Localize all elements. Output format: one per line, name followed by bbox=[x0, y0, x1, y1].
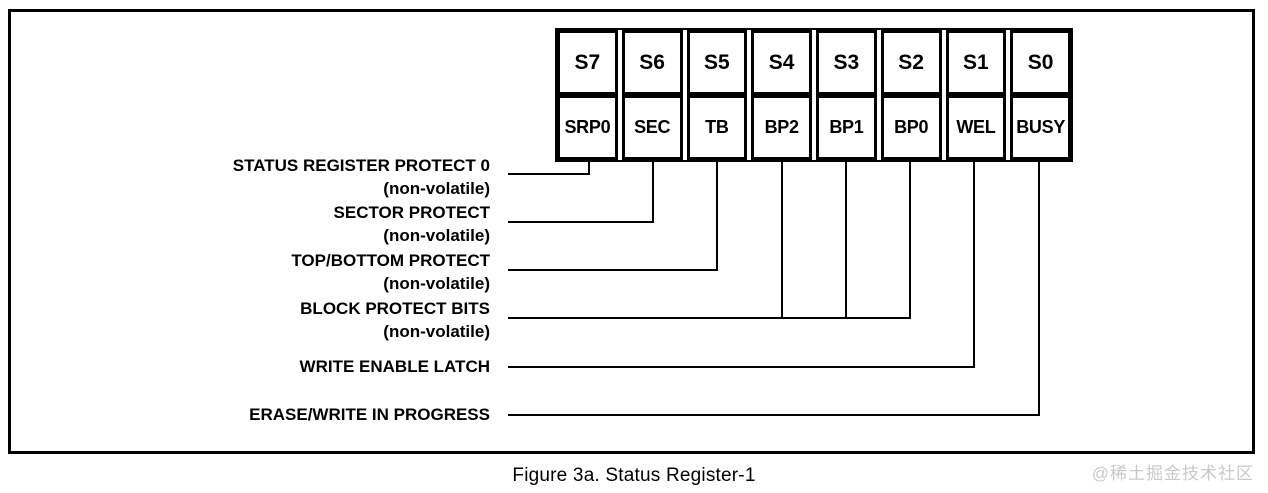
field-label-srp0: STATUS REGISTER PROTECT 0 (non-volatile) bbox=[0, 154, 490, 200]
connector-busy bbox=[508, 160, 1040, 416]
field-label-text: SECTOR PROTECT bbox=[333, 203, 490, 222]
watermark: @稀土掘金技术社区 bbox=[1091, 464, 1254, 483]
field-label-busy: ERASE/WRITE IN PROGRESS bbox=[0, 403, 490, 426]
field-label-bp: BLOCK PROTECT BITS (non-volatile) bbox=[0, 297, 490, 343]
bit-position-cell: S2 bbox=[880, 30, 942, 95]
bit-position-cell: S4 bbox=[751, 30, 812, 95]
bit-name-cell: BP0 bbox=[880, 95, 942, 160]
field-label-tb: TOP/BOTTOM PROTECT (non-volatile) bbox=[0, 249, 490, 295]
status-register-table: S7 S6 S5 S4 S3 S2 S1 S0 SRP0 SEC TB bbox=[555, 28, 1073, 162]
field-label-text: STATUS REGISTER PROTECT 0 bbox=[232, 156, 490, 175]
field-label-subtext: (non-volatile) bbox=[383, 179, 490, 198]
field-label-text: TOP/BOTTOM PROTECT bbox=[291, 251, 490, 270]
bit-name-cell: TB bbox=[686, 95, 748, 160]
field-label-text: BLOCK PROTECT BITS bbox=[300, 299, 490, 318]
bit-name-cell: WEL bbox=[945, 95, 1007, 160]
bit-position-cell: S7 bbox=[557, 30, 618, 95]
connector-wel bbox=[508, 160, 975, 368]
bit-name-cell: BUSY bbox=[1010, 95, 1071, 160]
connector-bp bbox=[508, 160, 911, 319]
connector-tb bbox=[508, 160, 718, 271]
bit-position-cell: S5 bbox=[686, 30, 748, 95]
field-label-wel: WRITE ENABLE LATCH bbox=[0, 355, 490, 378]
bit-position-cell: S3 bbox=[816, 30, 877, 95]
field-label-subtext: (non-volatile) bbox=[383, 322, 490, 341]
bit-name-cell: SEC bbox=[621, 95, 683, 160]
bit-position-cell: S6 bbox=[621, 30, 683, 95]
bit-name-cell: BP1 bbox=[816, 95, 877, 160]
connector-srp0 bbox=[508, 160, 590, 175]
bit-position-cell: S1 bbox=[945, 30, 1007, 95]
bit-name-cell: BP2 bbox=[751, 95, 812, 160]
connector-sec bbox=[508, 160, 654, 223]
bit-position-cell: S0 bbox=[1010, 30, 1071, 95]
field-label-subtext: (non-volatile) bbox=[383, 274, 490, 293]
field-label-subtext: (non-volatile) bbox=[383, 226, 490, 245]
field-label-text: WRITE ENABLE LATCH bbox=[299, 357, 490, 376]
field-label-sec: SECTOR PROTECT (non-volatile) bbox=[0, 201, 490, 247]
bit-name-cell: SRP0 bbox=[557, 95, 618, 160]
figure-caption: Figure 3a. Status Register-1 bbox=[512, 465, 756, 486]
field-label-text: ERASE/WRITE IN PROGRESS bbox=[249, 405, 490, 424]
